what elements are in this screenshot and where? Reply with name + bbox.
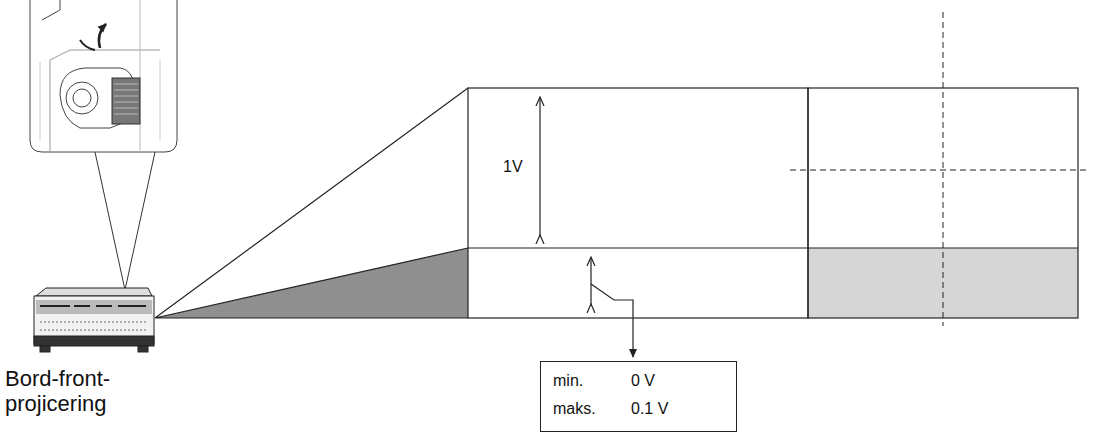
inset-detail bbox=[30, 0, 177, 152]
projector bbox=[34, 288, 154, 352]
dimension-arrow bbox=[590, 258, 591, 305]
callout-text: maks. bbox=[553, 400, 596, 418]
leader-line bbox=[591, 284, 633, 357]
inset-leader bbox=[95, 152, 155, 290]
screen-divider bbox=[468, 247, 1078, 248]
callout-box: min. 0 V maks. 0.1 V bbox=[540, 361, 737, 432]
projection-beam bbox=[155, 88, 468, 318]
dimension-arrow bbox=[539, 98, 540, 236]
center-line bbox=[790, 12, 1090, 326]
callout-text: 0.1 V bbox=[631, 400, 668, 418]
caption-label: Bord-front-projicering bbox=[5, 366, 155, 417]
dimension-label: 1V bbox=[503, 158, 523, 176]
callout-text: min. bbox=[553, 372, 583, 390]
callout-text: 0 V bbox=[631, 372, 655, 390]
screen-image bbox=[468, 88, 808, 318]
